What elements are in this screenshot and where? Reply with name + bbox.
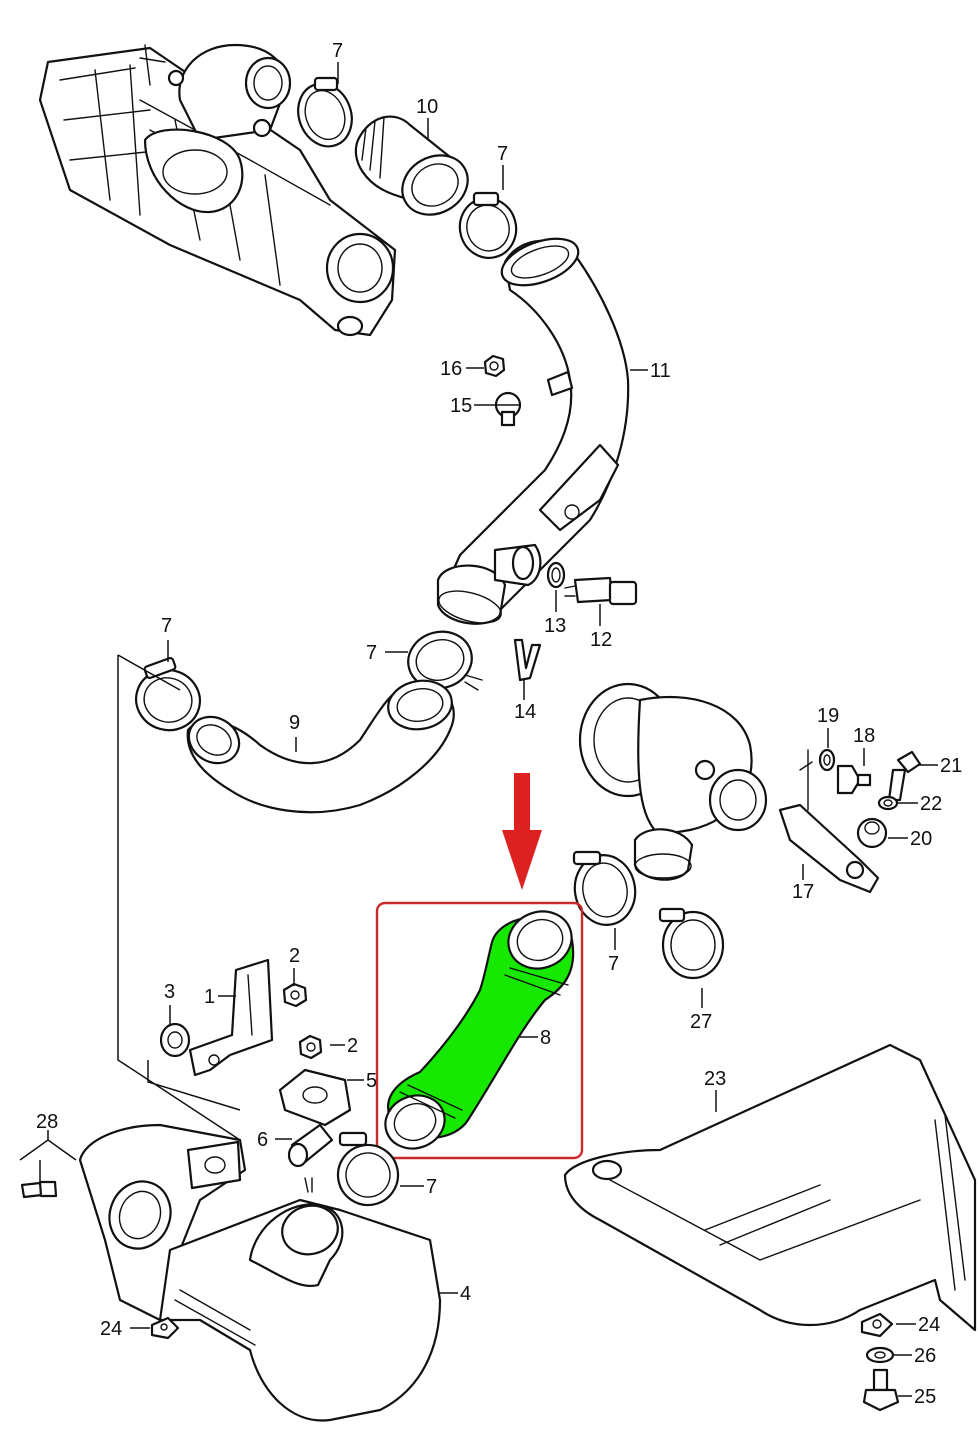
washer-19 <box>818 748 836 772</box>
nut-2-lower <box>298 1034 323 1060</box>
label-17: 17 <box>792 881 814 903</box>
leader-lines <box>19 62 938 1397</box>
hose-clamp-top <box>297 76 353 148</box>
bracket-5 <box>278 1068 352 1127</box>
label-6: 6 <box>257 1129 268 1151</box>
hose-8-highlighted <box>384 910 575 1150</box>
label-7: 7 <box>608 953 619 975</box>
bolt-21 <box>887 750 922 802</box>
label-7: 7 <box>497 143 508 165</box>
bolt-28 <box>20 1180 58 1199</box>
clip-nut-24-right <box>860 1312 894 1338</box>
air-duct-23 <box>563 1043 977 1332</box>
label-23: 23 <box>704 1068 726 1090</box>
label-3: 3 <box>164 981 175 1003</box>
label-10: 10 <box>416 96 438 118</box>
hose-clamp-lower <box>336 1131 400 1207</box>
label-24: 24 <box>100 1318 122 1340</box>
label-28: 28 <box>36 1111 58 1133</box>
bolt-15 <box>494 391 522 427</box>
nut-16 <box>483 354 506 378</box>
intercooler-4 <box>78 1123 442 1422</box>
hose-9 <box>186 679 455 814</box>
label-12: 12 <box>590 629 612 651</box>
label-7: 7 <box>366 642 377 664</box>
red-arrow <box>502 773 542 890</box>
label-20: 20 <box>910 828 932 850</box>
seal-ring-13 <box>546 561 566 589</box>
clip-nut-24-left <box>150 1316 180 1340</box>
label-24: 24 <box>918 1314 940 1336</box>
label-16: 16 <box>440 358 462 380</box>
label-9: 9 <box>289 712 300 734</box>
bolt-18 <box>836 764 872 795</box>
label-26: 26 <box>914 1345 936 1367</box>
sleeve-6 <box>287 1123 334 1168</box>
label-15: 15 <box>450 395 472 417</box>
label-13: 13 <box>544 615 566 637</box>
hose-clamp-mid-left <box>135 656 201 732</box>
highlight-box <box>375 901 584 1160</box>
label-18: 18 <box>853 725 875 747</box>
label-2: 2 <box>289 945 300 967</box>
hose-clamp-upper <box>458 191 518 259</box>
label-7: 7 <box>161 615 172 637</box>
label-5: 5 <box>366 1070 377 1092</box>
clip-14 <box>513 638 542 682</box>
sensor-12 <box>564 576 638 606</box>
label-22: 22 <box>920 793 942 815</box>
hose-clamp-27 <box>658 907 725 980</box>
label-19: 19 <box>817 705 839 727</box>
label-21: 21 <box>940 755 962 777</box>
rubber-mount-3 <box>159 1022 191 1058</box>
label-14: 14 <box>514 701 536 723</box>
label-11: 11 <box>650 360 671 382</box>
bolt-25 <box>862 1368 900 1412</box>
turbocharger <box>578 682 768 881</box>
hose-clamp-mid <box>407 630 483 691</box>
bracket-1 <box>188 958 274 1077</box>
part-labels: 7 10 7 11 16 15 13 12 14 7 7 9 8 7 27 23… <box>36 40 962 1408</box>
label-4: 4 <box>460 1283 471 1305</box>
washer-26 <box>865 1346 895 1364</box>
nut-2-upper <box>282 982 308 1008</box>
label-7: 7 <box>426 1176 437 1198</box>
washer-22 <box>877 795 899 811</box>
label-27: 27 <box>690 1011 712 1033</box>
label-25: 25 <box>914 1386 936 1408</box>
label-7: 7 <box>332 40 343 62</box>
hose-10 <box>354 115 469 216</box>
label-1: 1 <box>204 986 215 1008</box>
label-8: 8 <box>540 1027 551 1049</box>
rubber-mount-20 <box>856 817 888 849</box>
label-2: 2 <box>347 1035 358 1057</box>
hose-clamp-turbo <box>572 850 637 926</box>
intake-manifold <box>38 43 397 337</box>
bracket-17 <box>778 749 880 894</box>
charge-pipe-11 <box>436 237 630 625</box>
